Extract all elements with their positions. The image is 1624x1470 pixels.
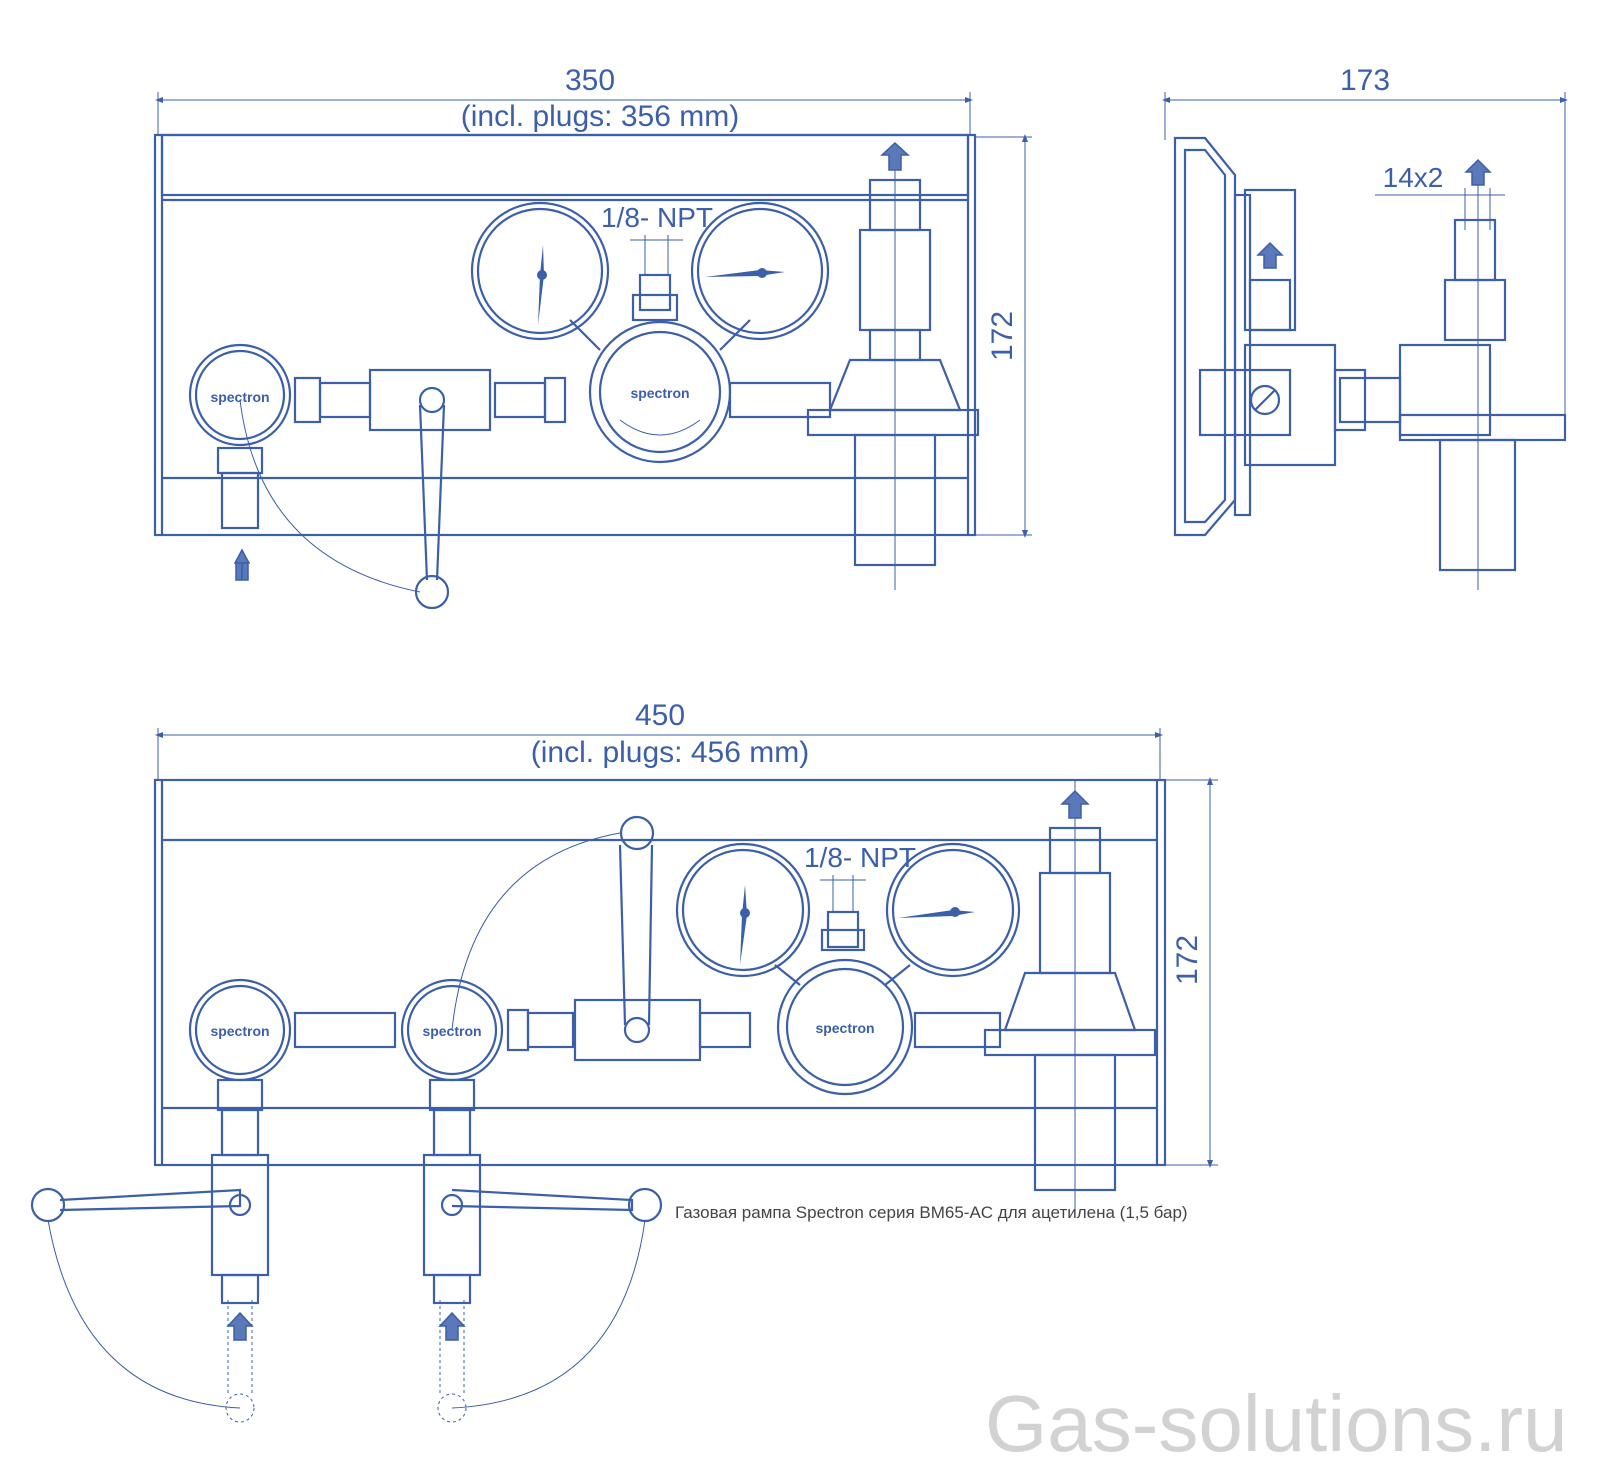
side-pipe-label: 14x2 <box>1383 162 1444 193</box>
bottom-regulator-logo: spectron <box>815 1020 874 1036</box>
bottom-handles <box>30 1187 663 1423</box>
top-inlet-logo: spectron <box>210 389 269 405</box>
bottom-pipeline <box>293 815 1002 1062</box>
bottom-gauge-right <box>885 842 1021 978</box>
side-arrows <box>1256 158 1492 269</box>
bottom-inlet-logo-2: spectron <box>422 1023 481 1039</box>
bottom-port-text: 1/8- NPT <box>804 842 916 873</box>
top-pipeline <box>239 368 832 610</box>
side-outlet-regulator <box>1398 160 1567 590</box>
top-panel-frame <box>153 133 977 537</box>
bottom-height-dimension: 172 <box>1165 777 1218 1168</box>
bottom-width-dimension: 450 (incl. plugs: 456 mm) <box>155 699 1163 780</box>
bottom-width-value: 450 <box>635 699 685 732</box>
side-bracket <box>1173 136 1297 537</box>
top-outlet-regulator <box>806 170 980 590</box>
top-regulator-logo: spectron <box>630 385 689 401</box>
top-front-view: 350 (incl. plugs: 356 mm) 172 <box>153 64 1032 610</box>
top-width-note: (incl. plugs: 356 mm) <box>461 100 739 133</box>
bottom-gauge-left <box>675 842 811 978</box>
side-pipe-dimension: 14x2 <box>1375 162 1505 230</box>
bottom-height-value: 172 <box>1171 935 1204 985</box>
top-gauge-right <box>690 201 830 341</box>
side-view: 173 14x2 <box>1162 64 1568 590</box>
top-inlet-arrow <box>233 548 251 581</box>
side-width-value: 173 <box>1340 64 1390 97</box>
drawing-caption: Газовая рампа Spectron серия BM65-AC для… <box>675 1203 1188 1222</box>
top-gauge-left <box>470 201 610 341</box>
bottom-inlet-gauge-1: spectron <box>188 978 292 1305</box>
bottom-regulator: spectron <box>774 910 914 1096</box>
top-port-label: 1/8- NPT <box>601 202 713 275</box>
top-regulator: spectron <box>569 273 751 464</box>
top-width-dimension: 350 (incl. plugs: 356 mm) <box>155 64 973 135</box>
bottom-width-note: (incl. plugs: 456 mm) <box>531 736 809 769</box>
side-width-dimension: 173 <box>1162 64 1568 420</box>
bottom-inlet-gauge-2: spectron <box>400 978 504 1305</box>
top-port-text: 1/8- NPT <box>601 202 713 233</box>
bottom-front-view: 450 (incl. plugs: 456 mm) 172 <box>30 699 1218 1423</box>
top-height-value: 172 <box>986 311 1019 361</box>
top-height-dimension: 172 <box>975 134 1032 538</box>
top-width-value: 350 <box>565 64 615 97</box>
bottom-outlet-regulator <box>983 780 1157 1210</box>
side-valve-body <box>1198 343 1402 467</box>
bottom-arrows <box>226 789 1090 1341</box>
bottom-port-label: 1/8- NPT <box>804 842 916 912</box>
bottom-panel-frame <box>153 778 1167 1167</box>
bottom-inlet-logo-1: spectron <box>210 1023 269 1039</box>
site-watermark: Gas-solutions.ru <box>985 1379 1568 1468</box>
top-outlet-arrow <box>880 141 910 171</box>
top-inlet-gauge: spectron <box>188 343 292 530</box>
